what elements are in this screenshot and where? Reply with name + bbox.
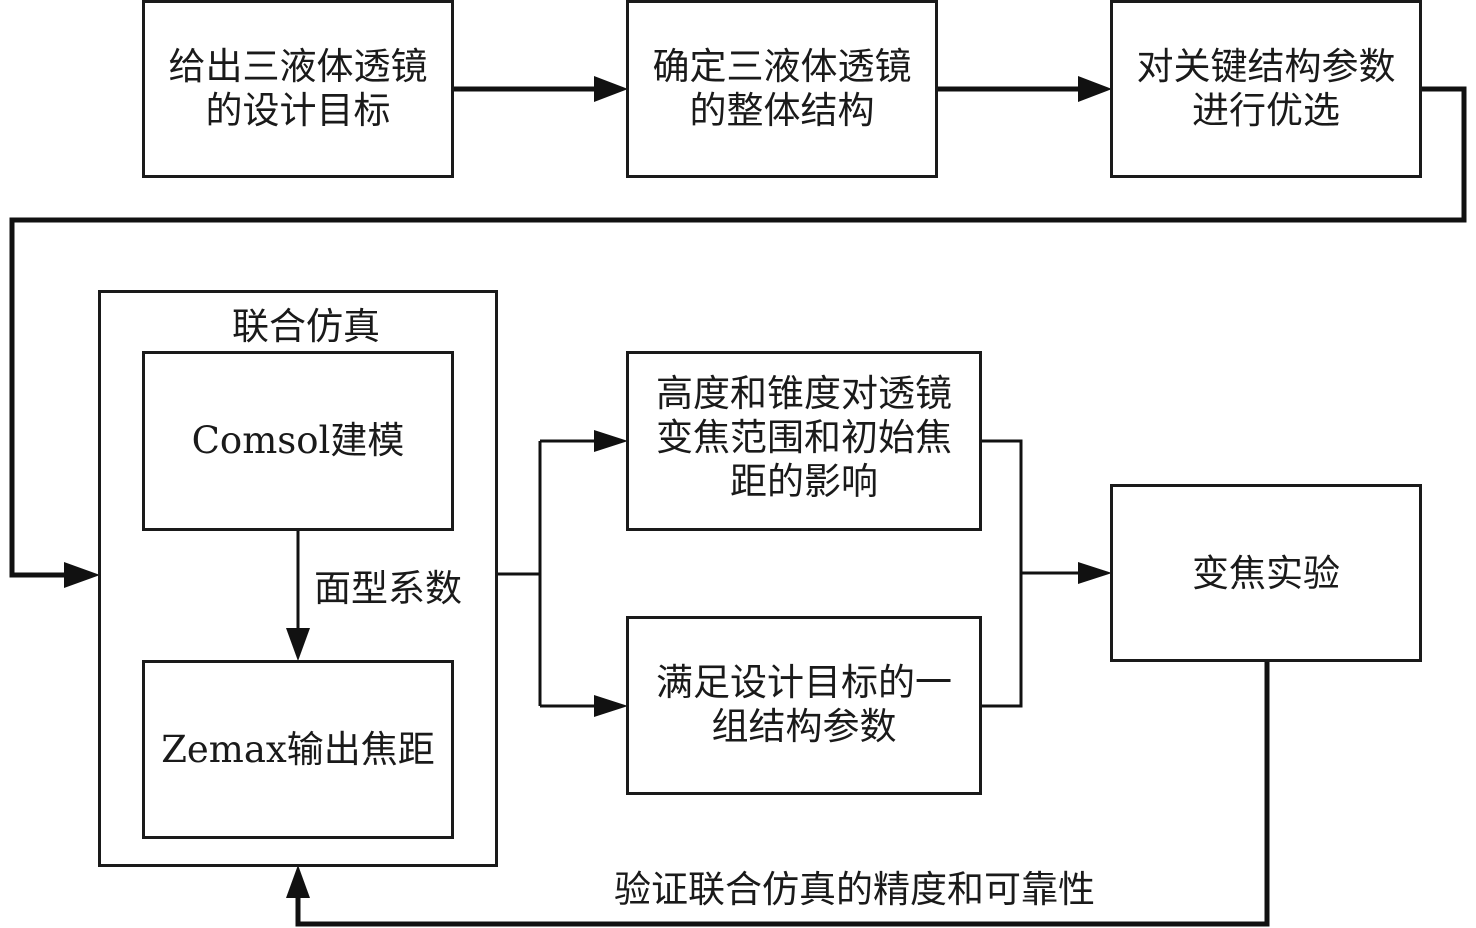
- node-design-goal: 给出三液体透镜 的设计目标: [142, 0, 454, 178]
- arrow-branches-to-experiment: [980, 439, 1112, 708]
- node-overall-structure: 确定三液体透镜 的整体结构: [626, 0, 938, 178]
- node-zoom-experiment: 变焦实验: [1110, 484, 1422, 662]
- arrow-goal-to-structure: [452, 76, 628, 102]
- edge-label-verify-cosim: 验证联合仿真的精度和可靠性: [614, 868, 1095, 911]
- edge-label-surface-coefficient: 面型系数: [314, 567, 462, 610]
- node-zemax-focal-output: Zemax输出焦距: [142, 660, 454, 839]
- arrow-optimize-to-cosim: [9, 86, 1467, 588]
- group-co-simulation-title: 联合仿真: [232, 305, 380, 348]
- node-height-taper-influence: 高度和锥度对透镜 变焦范围和初始焦 距的影响: [626, 351, 982, 531]
- arrow-comsol-to-zemax: [286, 529, 310, 661]
- node-structure-parameters-label: 满足设计目标的一 组结构参数: [656, 661, 952, 748]
- node-overall-structure-label: 确定三液体透镜 的整体结构: [652, 45, 912, 132]
- node-comsol-modeling: Comsol建模: [142, 351, 454, 531]
- node-structure-parameters: 满足设计目标的一 组结构参数: [626, 616, 982, 795]
- node-zoom-experiment-label: 变焦实验: [1192, 552, 1340, 595]
- arrow-structure-to-optimize: [936, 76, 1112, 102]
- arrow-cosim-to-branches: [496, 430, 628, 717]
- node-design-goal-label: 给出三液体透镜 的设计目标: [168, 45, 428, 132]
- arrow-experiment-to-cosim: [286, 660, 1270, 927]
- node-zemax-focal-output-label: Zemax输出焦距: [161, 727, 435, 771]
- node-height-taper-influence-label: 高度和锥度对透镜 变焦范围和初始焦 距的影响: [656, 372, 952, 503]
- group-co-simulation: [98, 290, 498, 867]
- node-parameter-optimization-label: 对关键结构参数 进行优选: [1136, 45, 1396, 132]
- node-comsol-modeling-label: Comsol建模: [191, 419, 405, 462]
- node-parameter-optimization: 对关键结构参数 进行优选: [1110, 0, 1422, 178]
